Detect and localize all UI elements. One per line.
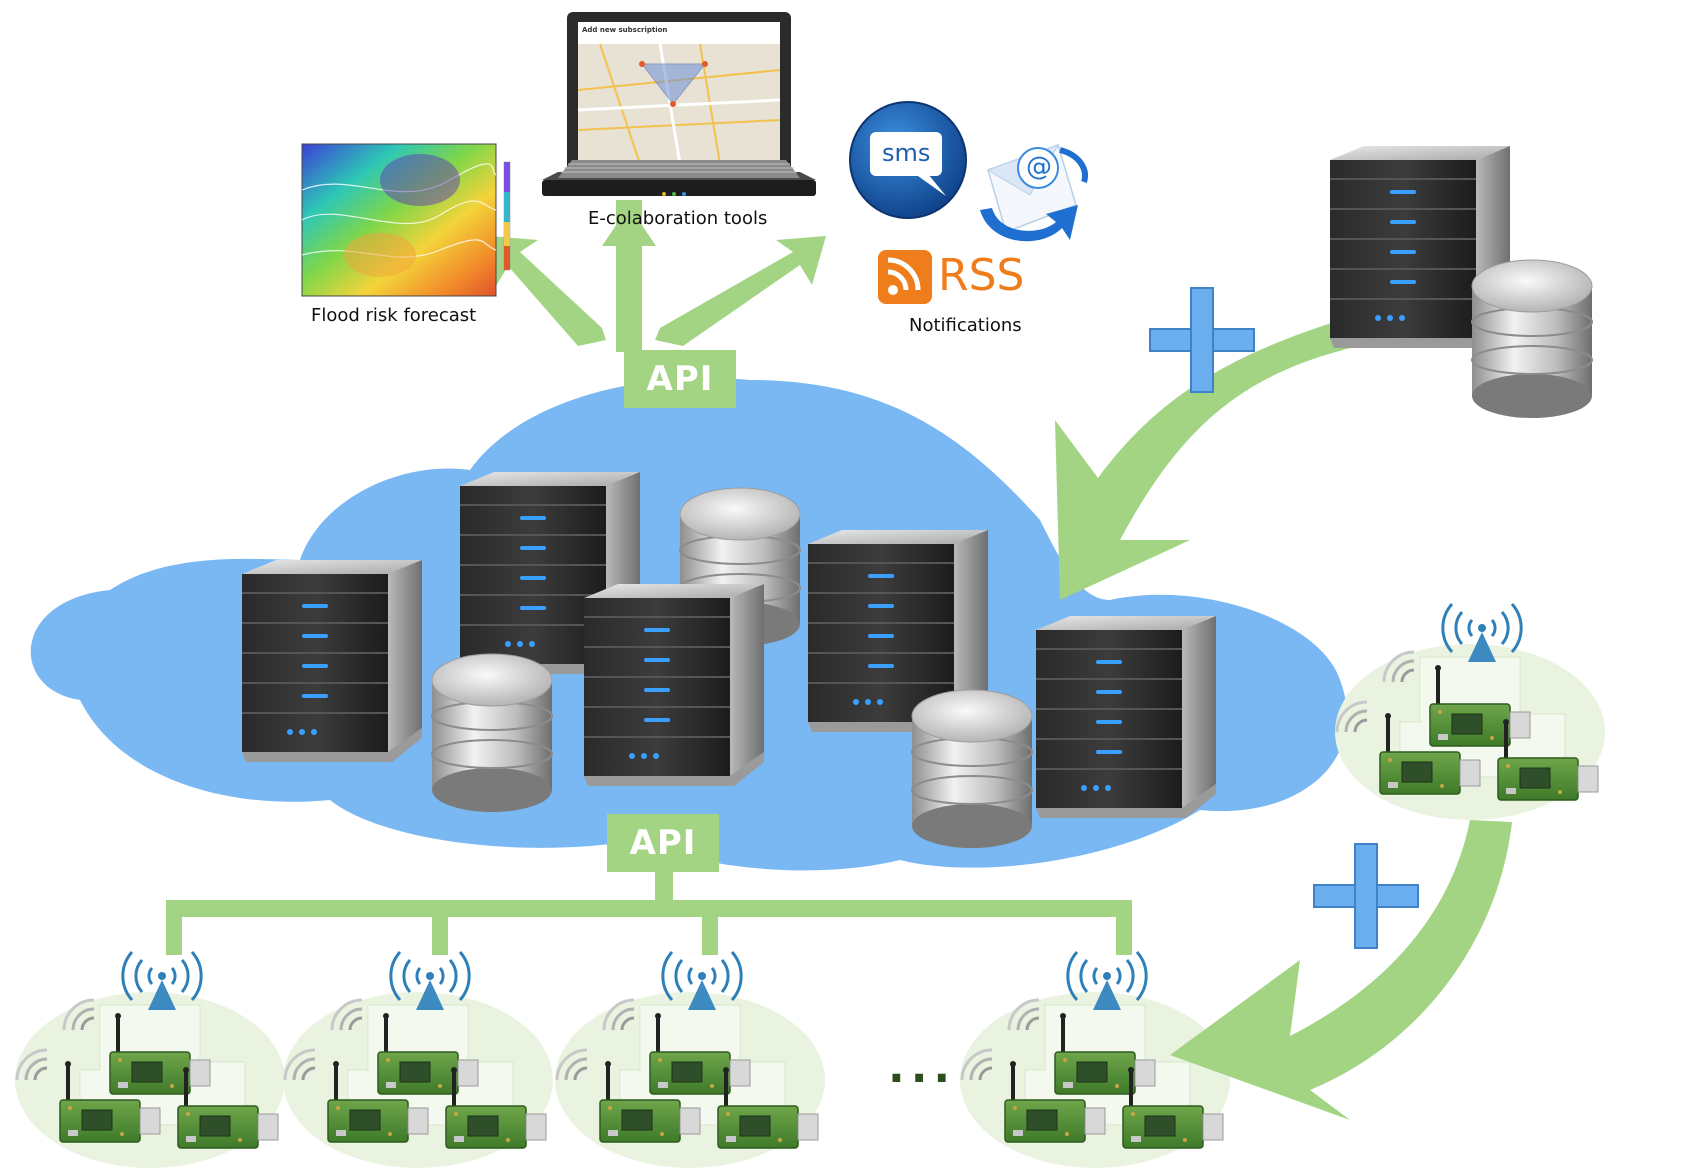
sms-icon — [849, 101, 967, 219]
laptop-icon — [542, 12, 816, 196]
flood-risk-caption: Flood risk forecast — [311, 305, 477, 326]
notifications-caption: Notifications — [909, 315, 1022, 336]
rss-icon — [878, 250, 932, 304]
external-server-group — [1330, 146, 1593, 419]
server-icon — [1036, 616, 1216, 818]
laptop-screen-title: Add new subscription — [582, 26, 668, 34]
sensor-node-cluster — [1335, 604, 1605, 820]
api-label-bottom: API — [607, 814, 719, 872]
sensor-node-cluster — [15, 952, 285, 1168]
flood-map-icon — [301, 143, 511, 297]
more-clusters-ellipsis: ... — [888, 1042, 957, 1093]
email-at-symbol: @ — [1026, 152, 1052, 182]
server-icon — [584, 584, 764, 786]
email-icon — [980, 144, 1088, 242]
ecollaboration-caption: E-colaboration tools — [588, 208, 768, 229]
sensor-bus — [166, 850, 1132, 955]
plus-icon — [1313, 843, 1419, 949]
sms-label: sms — [882, 139, 931, 167]
rss-label: RSS — [938, 250, 1025, 301]
database-icon — [431, 653, 553, 813]
database-icon — [911, 689, 1033, 849]
database-icon — [1471, 259, 1593, 419]
server-icon — [242, 560, 422, 762]
sensor-node-cluster — [283, 952, 553, 1168]
sensor-node-cluster — [555, 952, 825, 1168]
api-label-top: API — [624, 350, 736, 408]
api-output-connectors — [489, 200, 826, 352]
